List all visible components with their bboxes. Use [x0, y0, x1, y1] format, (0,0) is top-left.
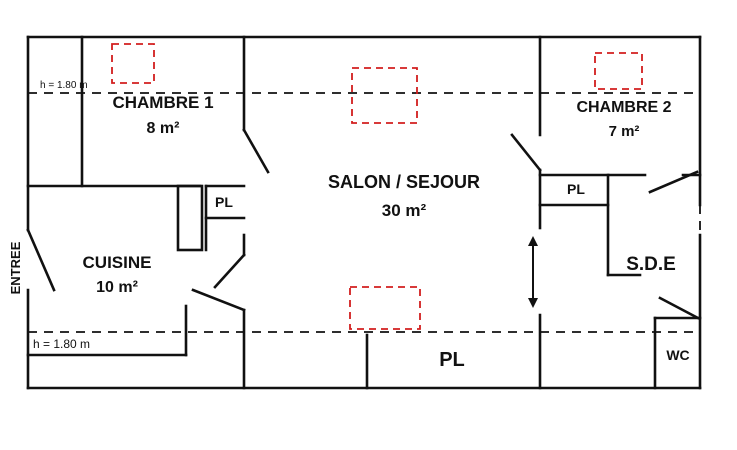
pl-chambre2-label: PL: [567, 181, 585, 197]
wc-name: WC: [666, 347, 689, 363]
pl-bottom-label: PL: [439, 349, 465, 371]
interior-walls: [26, 35, 702, 390]
salon-name: SALON / SEJOUR: [328, 172, 480, 192]
door-leaves: [26, 128, 700, 320]
skylight-salon-bottom: [349, 286, 421, 330]
skylight-chambre2: [594, 52, 643, 90]
skylight-chambre1: [111, 43, 155, 84]
sde-name: S.D.E: [626, 254, 676, 275]
double-arrow: [528, 236, 538, 308]
chambre2-area: 7 m²: [609, 123, 640, 140]
height-label-top: h = 1.80 m: [40, 80, 88, 91]
cuisine-name: CUISINE: [83, 253, 152, 272]
chambre1-area: 8 m²: [147, 120, 180, 137]
entrance-label: ENTREE: [8, 241, 23, 294]
outer-walls: [26, 35, 702, 390]
skylights: [111, 43, 643, 330]
salon-area: 30 m²: [382, 201, 427, 220]
chambre2-name: CHAMBRE 2: [576, 99, 671, 116]
skylight-salon-top: [351, 67, 418, 124]
height-label-bottom: h = 1.80 m: [33, 337, 90, 351]
chambre1-name: CHAMBRE 1: [112, 93, 213, 112]
pl-chambre1-label: PL: [215, 194, 233, 210]
height-lines: [28, 92, 701, 333]
cuisine-area: 10 m²: [96, 279, 138, 296]
